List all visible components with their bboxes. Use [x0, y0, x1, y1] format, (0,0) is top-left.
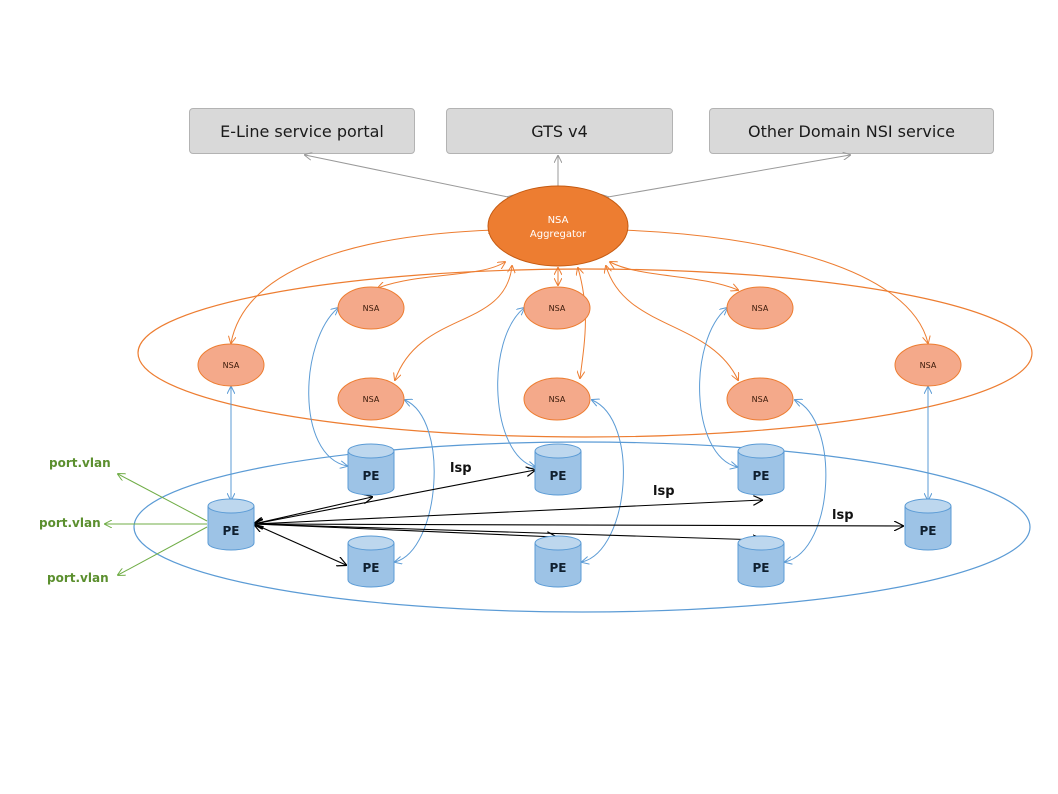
nsa-label: NSA: [549, 304, 566, 313]
service-box-other-domain: Other Domain NSI service: [709, 108, 994, 154]
nsa-label: NSA: [549, 395, 566, 404]
nsa-node: NSA: [726, 377, 794, 421]
nsa-node: NSA: [523, 286, 591, 330]
service-label: E-Line service portal: [220, 121, 384, 141]
aggregator-label-line1: NSA: [548, 215, 569, 226]
service-arrows: [305, 155, 850, 197]
nsa-label: NSA: [363, 304, 380, 313]
port-vlan-label: port.vlan: [39, 516, 101, 530]
service-label: GTS v4: [531, 121, 588, 141]
nsa-label: NSA: [223, 361, 240, 370]
pe-label: PE: [363, 469, 380, 483]
pe-node: PE: [904, 498, 952, 551]
nsa-node: NSA: [197, 343, 265, 387]
aggregator-label-line2: Aggregator: [530, 229, 587, 240]
pe-label: PE: [550, 561, 567, 575]
nsa-node: NSA: [337, 377, 405, 421]
pe-node: PE: [534, 443, 582, 496]
pe-node: PE: [737, 535, 785, 588]
lsp-label: lsp: [653, 484, 675, 499]
pe-node-main: PE: [207, 498, 255, 551]
pe-label: PE: [753, 561, 770, 575]
nsa-node: NSA: [894, 343, 962, 387]
pe-node: PE: [534, 535, 582, 588]
pe-node: PE: [737, 443, 785, 496]
lsp-label: lsp: [832, 508, 854, 523]
pe-label: PE: [753, 469, 770, 483]
nsa-node: NSA: [523, 377, 591, 421]
nsa-nodes: NSA NSA NSA NSA NSA NSA NSA NSA: [197, 286, 962, 421]
port-arrows: [105, 474, 208, 575]
nsa-pe-links: [231, 308, 928, 562]
nsa-label: NSA: [752, 304, 769, 313]
pe-label: PE: [223, 524, 240, 538]
nsa-ring: [137, 268, 1033, 438]
pe-label: PE: [550, 469, 567, 483]
pe-ring: [133, 441, 1031, 613]
nsa-node: NSA: [726, 286, 794, 330]
pe-node: PE: [347, 443, 395, 496]
port-vlan-label: port.vlan: [47, 571, 109, 585]
nsa-node: NSA: [337, 286, 405, 330]
pe-label: PE: [363, 561, 380, 575]
service-label: Other Domain NSI service: [748, 121, 955, 141]
nsa-label: NSA: [363, 395, 380, 404]
lsp-links: [254, 470, 903, 565]
port-vlan-label: port.vlan: [49, 456, 111, 470]
pe-label: PE: [920, 524, 937, 538]
nsa-label: NSA: [920, 361, 937, 370]
service-box-gts: GTS v4: [446, 108, 673, 154]
pe-nodes: PE PE PE PE PE PE PE: [207, 443, 952, 588]
nsa-label: NSA: [752, 395, 769, 404]
lsp-label: lsp: [450, 461, 472, 476]
service-box-eline: E-Line service portal: [189, 108, 415, 154]
pe-node: PE: [347, 535, 395, 588]
nsa-aggregator: NSA Aggregator: [487, 185, 629, 267]
